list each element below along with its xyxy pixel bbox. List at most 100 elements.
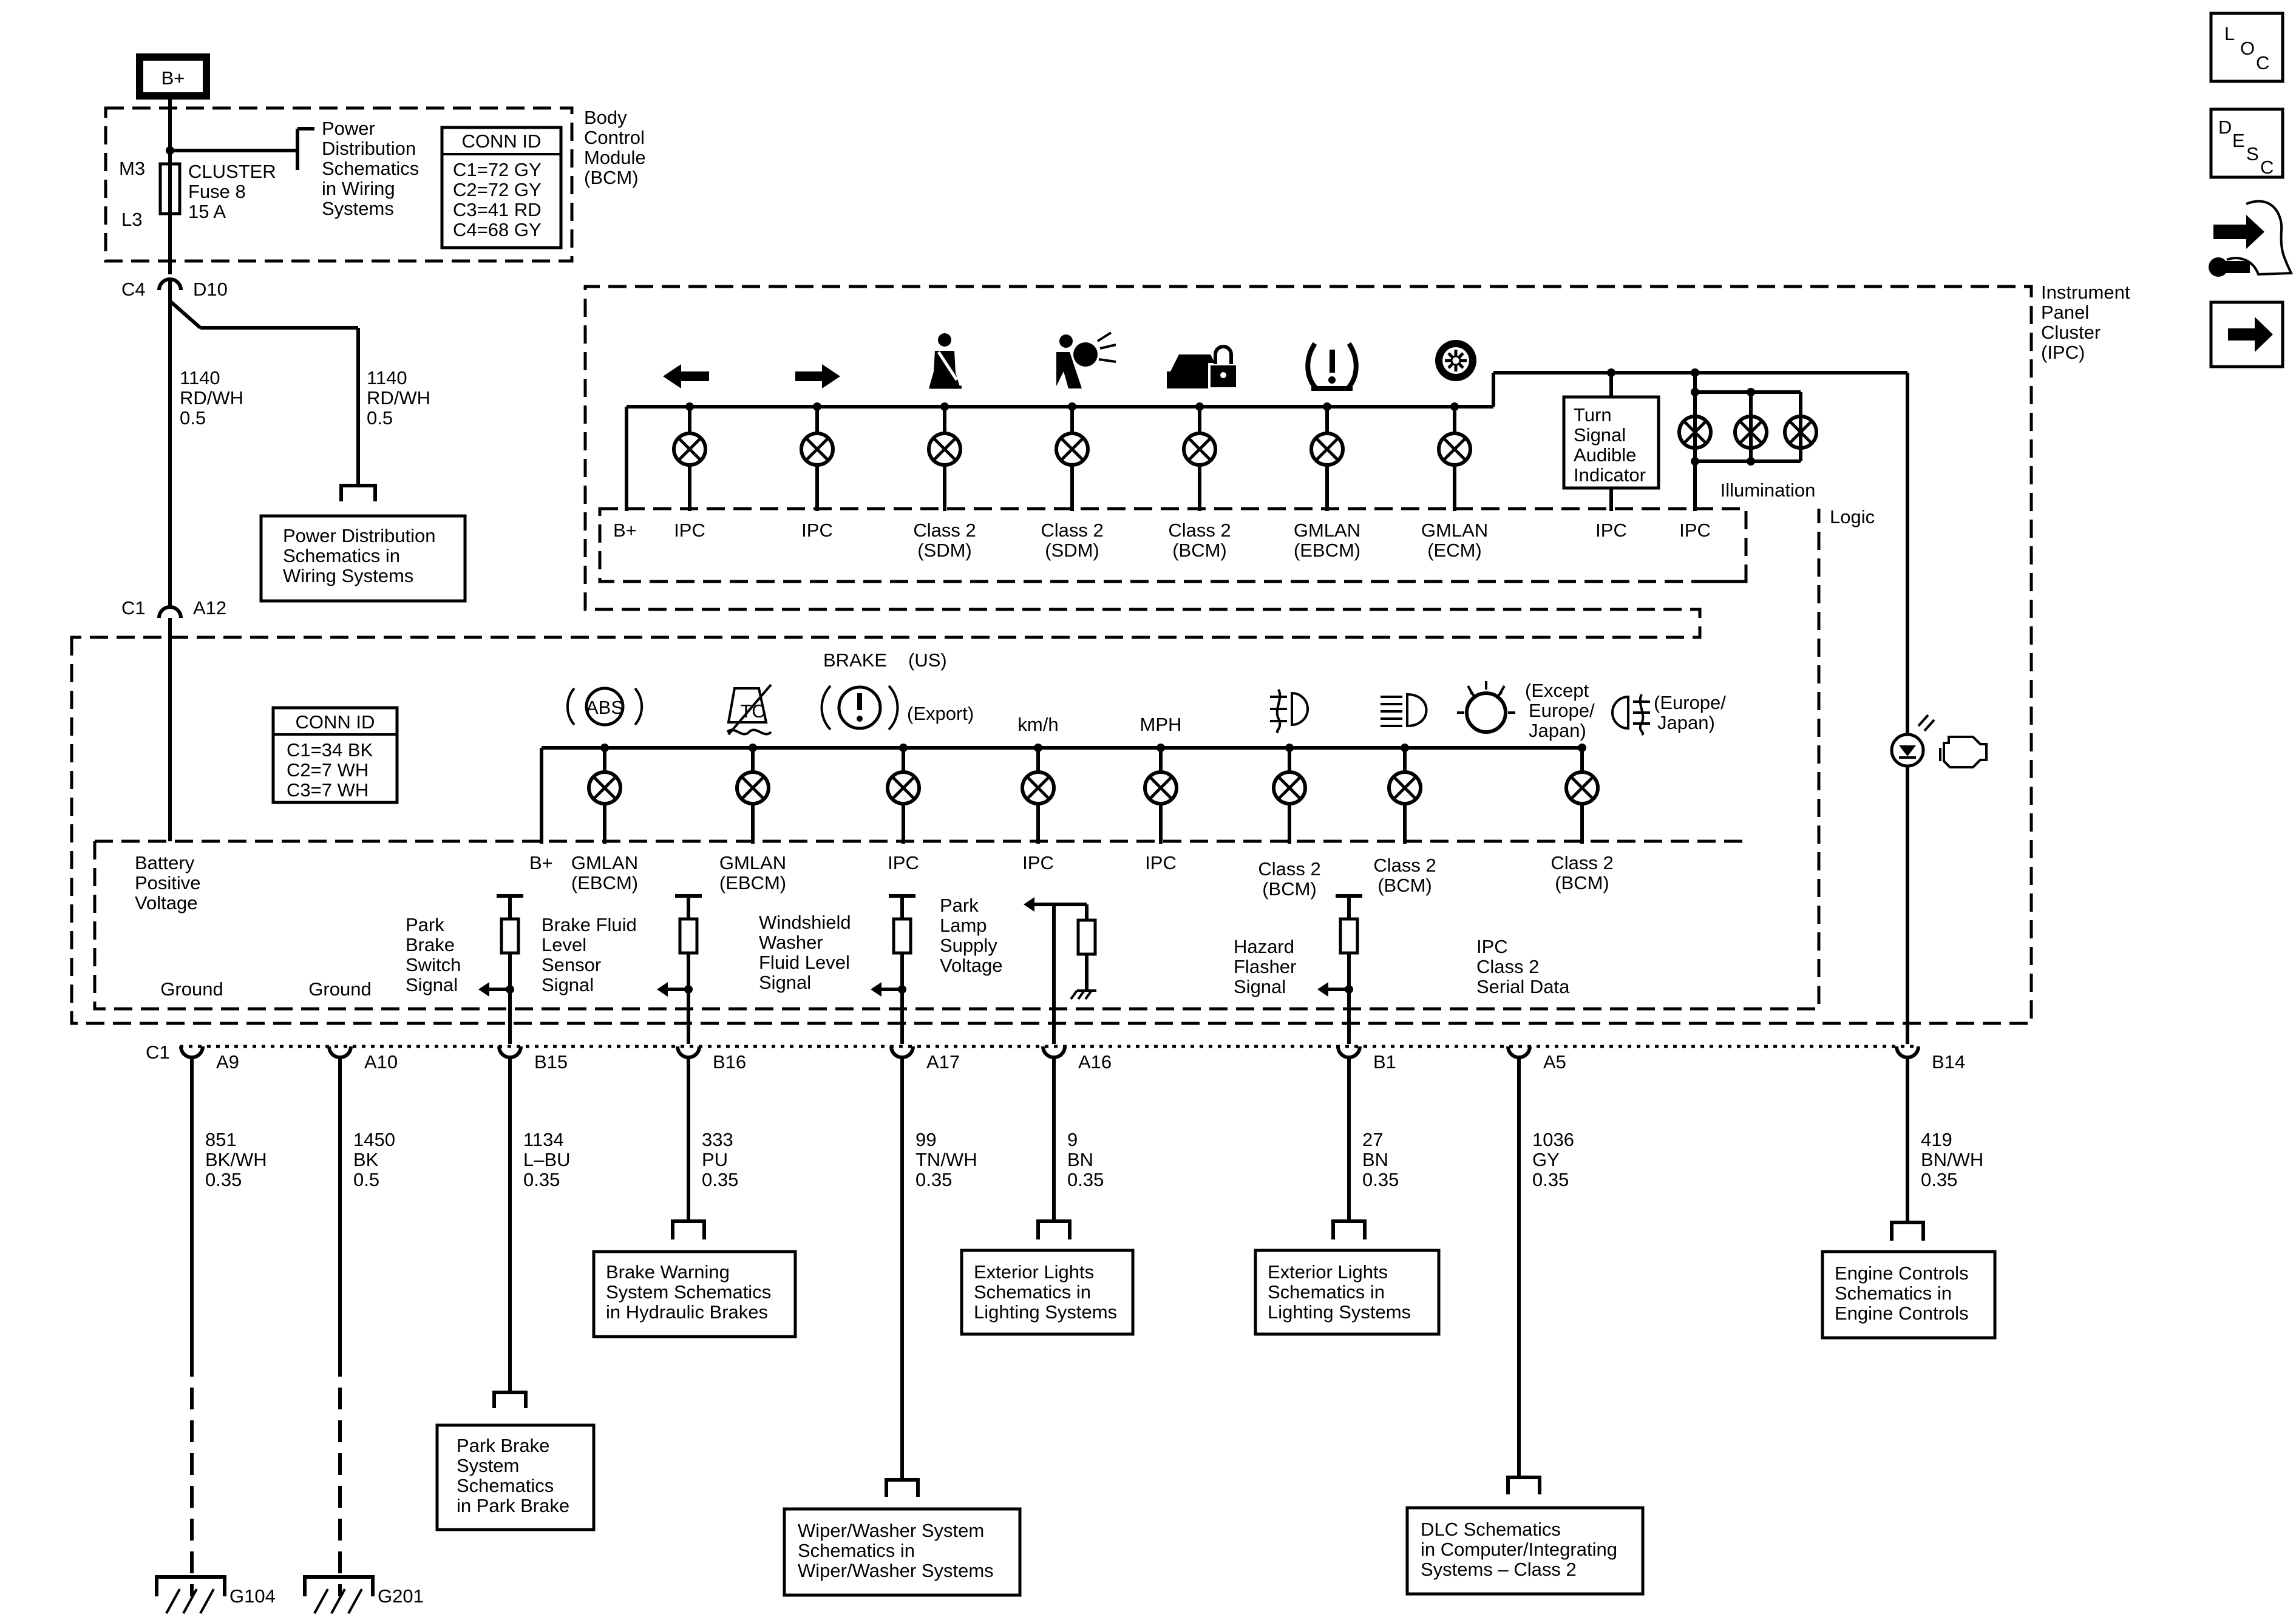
wire-label: BK: [353, 1149, 379, 1170]
wire-label: 27: [1362, 1129, 1383, 1150]
bcm-conn-list: C1=72 GY C2=72 GY C3=41 RD C4=68 GY: [453, 159, 542, 240]
wire-top-right: 1140 RD/WH 0.5: [367, 367, 430, 429]
pin-label: A17: [926, 1051, 960, 1073]
ipc-conn-title: CONN ID: [296, 711, 375, 733]
wire-label: L–BU: [523, 1149, 571, 1170]
nav-loc-button[interactable]: L O C: [2209, 12, 2284, 83]
svg-text:in Hydraulic Brakes: in Hydraulic Brakes: [606, 1301, 768, 1323]
svg-text:Engine Controls: Engine Controls: [1835, 1263, 1969, 1284]
svg-text:Signal: Signal: [1574, 424, 1626, 446]
brake-warning-ref[interactable]: Brake Warning System Schematics in Hydra…: [592, 1219, 797, 1338]
lamp-circuit-label: (EBCM): [1294, 540, 1360, 561]
svg-text:C3=41 RD: C3=41 RD: [453, 199, 542, 220]
svg-text:1140: 1140: [367, 367, 407, 388]
connector-pin: [1895, 1046, 1920, 1059]
wiper-washer-ref[interactable]: Wiper/Washer System Schematics in Wiper/…: [783, 1478, 1022, 1597]
illumination-lamps: [1747, 388, 1802, 466]
right-arrow-icon: [795, 364, 840, 388]
hazard-label: Hazard Flasher Signal: [1234, 936, 1296, 997]
lamp-circuit-label: (SDM): [1045, 540, 1099, 561]
nav-loc-c: C: [2256, 52, 2269, 73]
lamp-circuit-label: (BCM): [1555, 872, 1609, 893]
exterior-lights-ref-1[interactable]: Exterior Lights Schematics in Lighting S…: [960, 1219, 1135, 1336]
tire-pressure-icon: [1305, 342, 1359, 391]
check-engine-icon: [1939, 736, 1988, 768]
connector-pin: [497, 1046, 523, 1059]
svg-text:Voltage: Voltage: [135, 892, 197, 914]
svg-text:Systems – Class 2: Systems – Class 2: [1421, 1559, 1577, 1580]
ipc-logic-upper: [598, 507, 1748, 583]
wire-label: 333: [702, 1129, 733, 1150]
svg-text:Exterior Lights: Exterior Lights: [974, 1261, 1094, 1283]
wire-label: 1134: [523, 1129, 564, 1150]
rear-fog-icon: [1611, 694, 1650, 736]
svg-text:DLC Schematics: DLC Schematics: [1421, 1519, 1561, 1540]
dlc-ref[interactable]: DLC Schematics in Computer/Integrating S…: [1405, 1476, 1645, 1596]
svg-text:Serial Data: Serial Data: [1476, 976, 1570, 997]
svg-text:Schematics in: Schematics in: [974, 1281, 1091, 1303]
pin-label: B14: [1932, 1051, 1965, 1073]
wire-label: 851: [205, 1129, 237, 1150]
lamp-circuit-label: GMLAN: [1294, 520, 1360, 541]
svg-text:(Except: (Except: [1525, 680, 1589, 701]
nav-loc-l: L: [2224, 23, 2235, 44]
svg-text:Fuse 8: Fuse 8: [188, 181, 246, 202]
svg-text:Park: Park: [940, 895, 979, 916]
bcm-pin-bottom: L3: [121, 209, 142, 230]
next-page-button[interactable]: [2209, 300, 2284, 368]
svg-text:in Park Brake: in Park Brake: [457, 1495, 569, 1516]
traction-off-icon: TC: [726, 683, 772, 736]
svg-text:Wiring Systems: Wiring Systems: [283, 565, 413, 586]
bcm-conn-id: [440, 126, 563, 249]
turn-signal-label: IPC: [1595, 520, 1627, 541]
svg-text:Instrument: Instrument: [2041, 282, 2130, 303]
connector-pin: [1041, 1046, 1067, 1059]
svg-text:System Schematics: System Schematics: [606, 1281, 771, 1303]
svg-text:Windshield: Windshield: [759, 912, 851, 933]
battery-voltage-label: Battery Positive Voltage: [135, 852, 201, 914]
svg-text:Lighting Systems: Lighting Systems: [1268, 1301, 1411, 1323]
svg-text:in Computer/Integrating: in Computer/Integrating: [1421, 1539, 1617, 1560]
nav-desc-e: E: [2232, 130, 2245, 151]
indicator-lamp: [587, 770, 622, 805]
connector-pin: [327, 1046, 353, 1059]
pin-label: A5: [1543, 1051, 1566, 1073]
park-brake-ref[interactable]: Park Brake System Schematics in Park Bra…: [435, 1391, 596, 1531]
component-wrench-icon[interactable]: [2209, 200, 2294, 277]
svg-text:Signal: Signal: [406, 974, 458, 995]
wire-labels: 851BK/WH0.351450BK0.51134L–BU0.35333PU0.…: [205, 1129, 1983, 1190]
indicator-lamp: [1182, 432, 1217, 467]
connector-pin: [889, 1046, 915, 1059]
wire-label: 0.35: [1362, 1169, 1399, 1190]
fuse-label: CLUSTER Fuse 8 15 A: [188, 161, 276, 222]
nav-desc-button[interactable]: D E S C: [2209, 107, 2284, 179]
lamp-circuit-label: (EBCM): [571, 872, 638, 893]
svg-text:Park: Park: [406, 914, 444, 935]
indicator-lamp: [672, 432, 707, 467]
lamp-circuit-label: (BCM): [1262, 878, 1317, 900]
bcm-out-conn: C4: [121, 279, 146, 300]
pin-label: A9: [216, 1051, 239, 1073]
ipc-conn-list: C1=34 BK C2=7 WH C3=7 WH: [287, 739, 373, 801]
lamp-out-icon: [1457, 681, 1515, 734]
connector-pin: [676, 1046, 701, 1059]
airbag-icon: [1056, 331, 1116, 388]
nav-desc-d: D: [2218, 117, 2232, 138]
power-distribution-ref[interactable]: [259, 514, 467, 603]
svg-text:ABS: ABS: [586, 697, 623, 718]
wire-top-left: 1140 RD/WH 0.5: [180, 367, 243, 429]
exterior-lights-ref-2[interactable]: Exterior Lights Schematics in Lighting S…: [1254, 1219, 1441, 1336]
connector-pin: [179, 1046, 205, 1059]
svg-text:Lighting Systems: Lighting Systems: [974, 1301, 1117, 1323]
svg-text:C2=7 WH: C2=7 WH: [287, 759, 369, 781]
ipc-module: [70, 285, 2033, 1025]
wire-label: BN/WH: [1921, 1149, 1983, 1170]
seatbelt-icon: [929, 333, 962, 389]
nav-desc-c: C: [2260, 157, 2274, 178]
engine-controls-ref[interactable]: Engine Controls Schematics in Engine Con…: [1821, 1221, 1997, 1340]
wire-label: 0.35: [702, 1169, 738, 1190]
wire-label: GY: [1532, 1149, 1560, 1170]
svg-text:C4=68 GY: C4=68 GY: [453, 219, 542, 240]
svg-text:Flasher: Flasher: [1234, 956, 1296, 977]
